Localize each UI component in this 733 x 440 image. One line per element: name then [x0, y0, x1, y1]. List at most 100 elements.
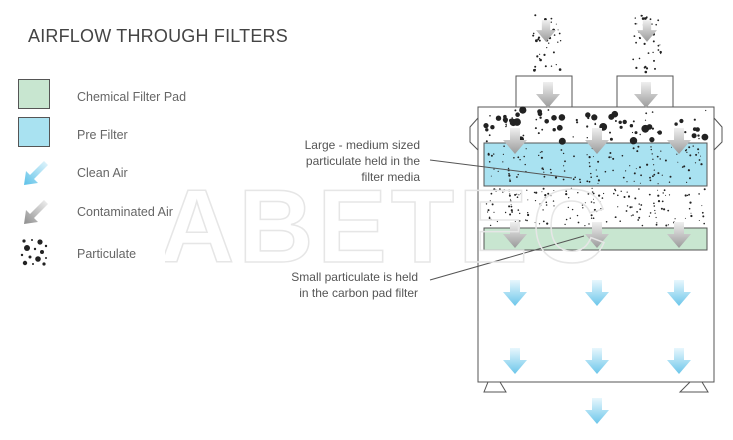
particle — [508, 194, 511, 197]
particle — [490, 125, 495, 130]
particle — [661, 200, 664, 203]
particle — [505, 125, 507, 127]
particle — [539, 151, 542, 153]
leader-line-large — [429, 159, 573, 179]
particle — [564, 223, 566, 226]
particle — [671, 146, 672, 148]
particle — [656, 222, 658, 224]
particle — [525, 219, 527, 221]
callout-large-particulate: Large - medium sized particulate held in… — [304, 138, 420, 184]
particle — [536, 55, 539, 58]
particle — [668, 181, 671, 183]
particle — [703, 222, 705, 225]
particle — [509, 118, 513, 123]
particle — [485, 128, 489, 132]
particle — [633, 180, 635, 182]
particle — [688, 146, 691, 149]
particle — [541, 150, 543, 153]
particle — [582, 207, 584, 209]
particle — [526, 189, 528, 191]
particle — [622, 176, 625, 179]
particle — [636, 23, 638, 25]
particle — [542, 209, 544, 211]
particle — [646, 163, 649, 166]
particle — [488, 217, 491, 220]
particle — [576, 214, 579, 217]
particle — [496, 220, 498, 223]
particle — [546, 47, 548, 49]
particle — [503, 189, 506, 192]
particle — [638, 57, 641, 60]
particle — [610, 156, 612, 158]
particle — [547, 192, 550, 195]
particle — [665, 194, 667, 196]
particle — [669, 175, 672, 178]
particle — [688, 207, 691, 210]
particle — [553, 190, 555, 191]
particle — [575, 118, 578, 122]
particle — [586, 125, 589, 128]
particle — [629, 165, 631, 167]
particle — [689, 154, 692, 157]
particle — [490, 218, 492, 221]
particle — [619, 220, 621, 222]
particle — [555, 64, 557, 66]
particle — [509, 198, 511, 200]
particle — [639, 182, 641, 184]
particle — [651, 111, 654, 113]
legend-label-clean-air: Clean Air — [77, 166, 128, 180]
particle — [539, 203, 541, 205]
particle — [586, 137, 588, 139]
particle — [684, 131, 687, 134]
particle — [651, 127, 655, 130]
particle — [539, 58, 541, 60]
particle — [698, 159, 701, 161]
particle — [654, 212, 656, 214]
particle — [505, 123, 507, 126]
particle — [534, 222, 536, 224]
particle — [645, 67, 649, 70]
particle — [644, 119, 647, 121]
particle — [587, 193, 590, 195]
particle — [592, 156, 594, 158]
particle — [652, 51, 654, 54]
particle — [525, 148, 527, 150]
particle — [502, 161, 504, 163]
particle — [608, 156, 611, 159]
particle — [588, 156, 591, 159]
particle — [651, 153, 653, 155]
legend-chemical-filter-pad — [18, 79, 50, 109]
particle — [705, 109, 707, 112]
particle — [700, 163, 703, 166]
particle — [520, 193, 522, 195]
particle — [588, 180, 591, 183]
particle — [686, 181, 688, 183]
particle — [585, 112, 591, 118]
particle — [570, 187, 573, 189]
particle — [689, 177, 691, 180]
particle — [509, 213, 512, 216]
particle — [490, 175, 492, 177]
particle — [541, 128, 544, 131]
particle — [594, 123, 597, 126]
particle — [534, 14, 537, 17]
particle — [617, 194, 619, 197]
particle — [684, 194, 687, 197]
particle — [489, 115, 491, 117]
particle — [539, 53, 541, 55]
particle — [643, 42, 646, 46]
particle — [596, 175, 598, 178]
particle — [622, 119, 627, 125]
particle — [651, 23, 653, 25]
particle — [535, 118, 538, 121]
particle — [703, 188, 706, 191]
particle — [689, 201, 692, 204]
particle — [533, 191, 536, 194]
particle — [559, 40, 562, 42]
particle — [509, 180, 512, 182]
particle — [534, 127, 537, 130]
particle — [508, 205, 511, 208]
particle — [612, 157, 615, 160]
particle — [635, 66, 638, 69]
